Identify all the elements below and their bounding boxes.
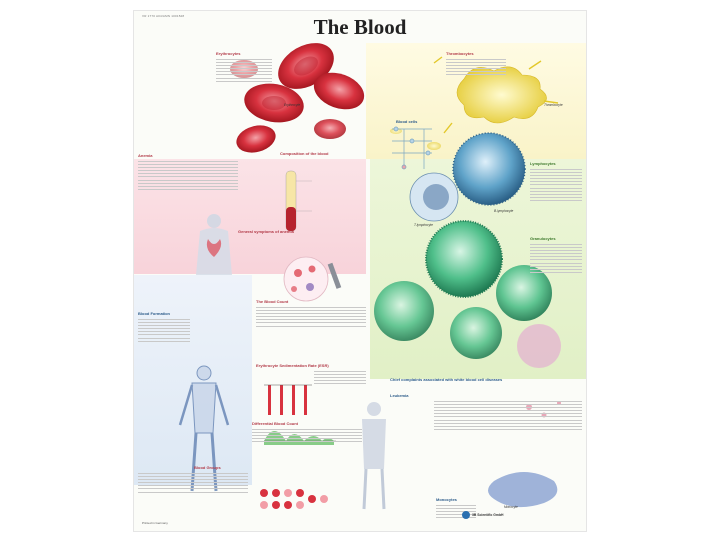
leukemia-heading: Leukemia bbox=[390, 393, 409, 398]
anemia-figure bbox=[196, 214, 232, 275]
b-lymphocyte-label: B-lymphocyte bbox=[494, 209, 514, 213]
publisher-logo bbox=[462, 511, 470, 519]
blood-count-heading: The Blood Count bbox=[256, 299, 289, 304]
blood-groups-grid bbox=[260, 489, 328, 509]
product-code: VR 1770 A04/AMN 1001528 bbox=[142, 14, 185, 18]
t-lymphocyte-label: T-lymphocyte bbox=[414, 223, 433, 227]
composition-tube bbox=[285, 170, 312, 232]
monocytes-heading: Monocytes bbox=[436, 497, 457, 502]
page-title: The Blood bbox=[313, 15, 407, 39]
lymphocyte-cells bbox=[409, 132, 526, 222]
esr-tubes bbox=[264, 384, 312, 415]
monocyte-label: Monocyte bbox=[504, 505, 518, 509]
erythrocytes-heading: Erythrocytes bbox=[216, 51, 241, 56]
blood-formation-panel bbox=[134, 275, 252, 485]
blood-groups-text bbox=[138, 473, 248, 495]
blood-formation-text bbox=[138, 319, 190, 344]
lymphocytes-text bbox=[530, 169, 582, 203]
granulocytes-text bbox=[530, 244, 582, 275]
esr-heading: Erythrocyte Sedimentation Rate (ESR) bbox=[256, 363, 329, 368]
thrombocytes-text bbox=[446, 59, 506, 78]
skeleton-figure bbox=[178, 365, 230, 492]
blood-cells-heading: Blood cells bbox=[396, 119, 418, 124]
differential-heading: Differential Blood Count bbox=[252, 421, 298, 426]
blood-cells-tree bbox=[392, 126, 432, 170]
lymphocytes-heading: Lymphocytes bbox=[530, 161, 556, 166]
blood-smear bbox=[283, 256, 342, 302]
esr-text bbox=[314, 371, 366, 386]
granulocyte-cells bbox=[374, 220, 561, 368]
blood-groups-heading: Blood Groups bbox=[194, 465, 221, 470]
erythrocytes-text bbox=[216, 59, 272, 84]
thrombocyte-label: Thrombocyte bbox=[544, 103, 563, 107]
blood-formation-heading: Blood Formation bbox=[138, 311, 170, 316]
erythrocyte-label: Erythrocyte bbox=[284, 103, 301, 107]
leukemia-figure bbox=[362, 402, 386, 510]
differential-text bbox=[252, 429, 362, 444]
leukemia-text bbox=[434, 401, 582, 432]
granulocytes-heading: Granulocytes bbox=[530, 236, 556, 241]
anemia-symptoms-heading: General symptoms of anemia bbox=[238, 229, 294, 234]
thrombocytes-heading: Thrombocytes bbox=[446, 51, 474, 56]
anatomy-poster: VR 1770 A04/AMN 1001528 The Blood bbox=[134, 11, 586, 531]
illustration-layer bbox=[178, 43, 561, 510]
thrombocyte-cluster bbox=[390, 56, 559, 150]
anemia-text bbox=[138, 161, 238, 192]
erythrocyte-cluster bbox=[230, 43, 365, 153]
blood-count-text bbox=[256, 307, 366, 329]
publisher-name: 3B Scientific GmbH bbox=[472, 513, 504, 517]
monocytes-text bbox=[436, 505, 476, 520]
composition-heading: Composition of the blood bbox=[280, 151, 329, 156]
anemia-panel bbox=[134, 159, 366, 274]
complaints-heading: Chief complaints associated with white b… bbox=[390, 377, 503, 382]
anemia-heading: Anemia bbox=[138, 153, 153, 158]
footer-note: Printed in Germany bbox=[142, 521, 168, 525]
